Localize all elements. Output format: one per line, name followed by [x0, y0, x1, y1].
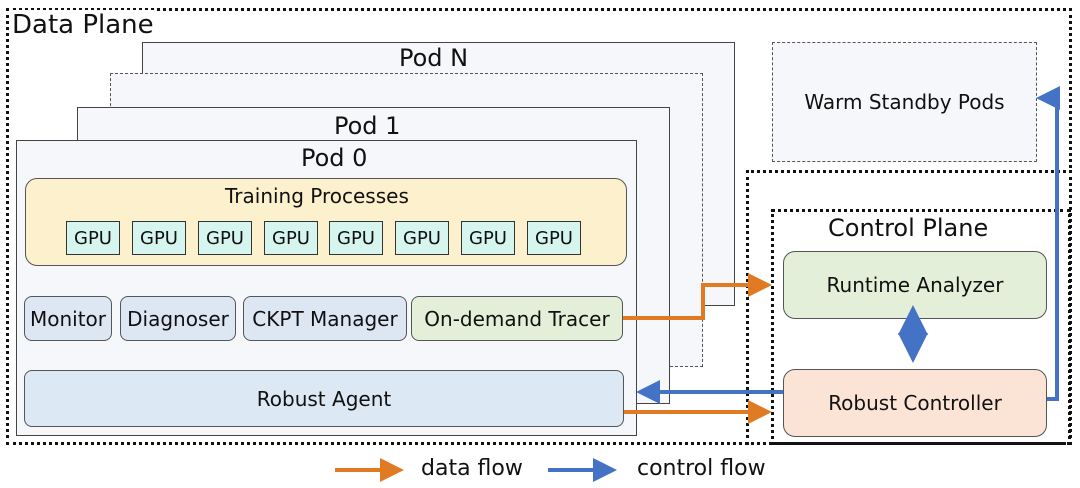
gpu-chip: GPU	[527, 221, 581, 255]
control-plane-title: Control Plane	[828, 214, 989, 242]
pod-0-title: Pod 0	[301, 144, 368, 172]
training-processes	[25, 178, 627, 266]
legend-data-flow-label: data flow	[421, 456, 523, 481]
robust-agent-box: Robust Agent	[24, 370, 624, 427]
warm-standby-label: Warm Standby Pods	[804, 90, 1005, 114]
gpu-chip: GPU	[66, 221, 120, 255]
control-plane-region	[771, 209, 1071, 445]
tracer-to-analyzer-arrow	[623, 273, 772, 320]
training-processes-title: Training Processes	[225, 184, 409, 208]
data-plane-title: Data Plane	[10, 10, 156, 40]
monitor-box: Monitor	[24, 296, 112, 341]
warm-standby-pods: Warm Standby Pods	[772, 42, 1037, 162]
gpu-chip: GPU	[198, 221, 252, 255]
controller-to-standby-arrow	[1047, 96, 1059, 401]
pod-n-title: Pod N	[399, 44, 469, 72]
gpu-chip: GPU	[461, 221, 515, 255]
on-demand-tracer-box: On-demand Tracer	[411, 296, 623, 341]
ckpt-manager-box: CKPT Manager	[243, 296, 407, 341]
gpu-chip: GPU	[132, 221, 186, 255]
gpu-chip: GPU	[264, 221, 318, 255]
gpu-chip: GPU	[329, 221, 383, 255]
diagnoser-box: Diagnoser	[120, 296, 236, 341]
robust-controller-box: Robust Controller	[783, 369, 1047, 437]
pod-1-title: Pod 1	[334, 112, 401, 140]
gpu-chip: GPU	[395, 221, 449, 255]
legend-control-flow-label: control flow	[637, 456, 766, 481]
